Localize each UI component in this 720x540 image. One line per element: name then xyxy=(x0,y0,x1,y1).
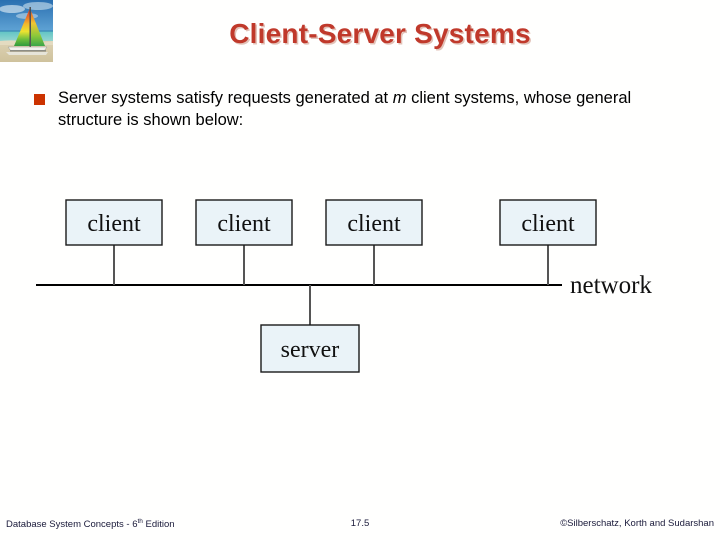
footer-edition-ordinal: th xyxy=(137,518,143,525)
client-node-2-label: client xyxy=(217,211,271,237)
client-node-4: client xyxy=(499,199,597,246)
client-node-1: client xyxy=(65,199,163,246)
page-title: Client-Server Systems xyxy=(229,18,531,49)
network-label: network xyxy=(570,272,652,299)
bullet-text-part-1: Server systems satisfy requests generate… xyxy=(58,89,393,107)
slide-number: 17.5 xyxy=(350,518,370,529)
client-node-3-label: client xyxy=(347,211,401,237)
bullet-text-part-2: client systems, whose general structure … xyxy=(58,89,632,129)
slide-footer: Database System Concepts - 6th Edition 1… xyxy=(0,518,720,538)
client-node-2: client xyxy=(195,199,293,246)
client-node-4-label: client xyxy=(521,211,575,237)
bullet-list-item: Server systems satisfy requests generate… xyxy=(34,88,674,132)
footer-edition-text: Database System Concepts - 6 xyxy=(6,519,138,531)
server-node-label: server xyxy=(281,337,340,363)
server-node: server xyxy=(260,324,360,373)
footer-edition-tail: Edition xyxy=(142,519,175,531)
client-node-1-label: client xyxy=(87,211,141,237)
square-bullet-icon xyxy=(34,94,45,105)
client-server-diagram: client client client client network serv… xyxy=(0,180,720,410)
bullet-text: Server systems satisfy requests generate… xyxy=(58,88,674,132)
footer-edition: Database System Concepts - 6th Edition xyxy=(6,518,175,530)
bullet-italic-variable: m xyxy=(392,89,407,107)
client-node-3: client xyxy=(325,199,423,246)
sailboat-beach-photo-icon xyxy=(0,0,53,62)
footer-copyright: ©Silberschatz, Korth and Sudarshan xyxy=(560,518,714,529)
